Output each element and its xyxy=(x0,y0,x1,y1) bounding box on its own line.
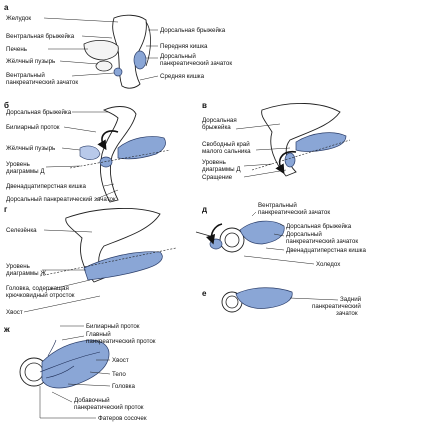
gallbladder-shape xyxy=(95,60,113,72)
label-rotation: Сращение xyxy=(202,174,233,181)
label-dorsal-mesentery: Дорсальная брыжейка xyxy=(6,109,72,116)
ventral-bud-shape xyxy=(209,238,223,250)
panel-b: б Дорсальная брыжейка Билиарный проток Ж… xyxy=(4,101,171,203)
posterior-bud-shape xyxy=(235,287,293,309)
ventral-bud-shape xyxy=(284,152,296,168)
label-midgut: Средняя кишка xyxy=(160,73,205,80)
label-bile-duct: Билиарный проток xyxy=(6,124,60,131)
label-stomach: Желудок xyxy=(6,15,31,22)
level-line xyxy=(69,149,171,169)
mature-pancreas-shape xyxy=(41,339,110,389)
label-duodenum: Двенадцатиперстная кишка xyxy=(286,247,367,254)
gallbladder-shape xyxy=(79,145,101,160)
panel-a: а Желудок Вентральная брыжейка Печень Жё… xyxy=(4,3,232,89)
label-dorsal-pancreatic-bud: Дорсальный панкреатический зачаток xyxy=(6,196,116,203)
rotation-arrow xyxy=(205,223,223,245)
label-tail: Хвост xyxy=(6,309,23,316)
dorsal-bud-shape xyxy=(239,220,285,245)
accessory-duct-line xyxy=(45,365,75,379)
label-ventral-mesentery: Вентральная брыжейка xyxy=(6,33,75,40)
label-duodenum: Двенадцатиперстная кишка xyxy=(6,183,87,190)
label-dorsal-mesentery: Дорсальная брыжейка xyxy=(160,27,226,34)
label-bile-duct: Билиарный проток xyxy=(86,323,140,330)
label-foregut: Передняя кишка xyxy=(160,43,208,50)
duodenum-lumen xyxy=(225,295,239,309)
label-tail: Хвост xyxy=(112,357,129,364)
duodenum-shape xyxy=(99,106,137,203)
label-bile-duct: Холедох xyxy=(316,261,341,268)
label-liver: Печень xyxy=(6,46,27,53)
label-dorsal-mesentery: Дорсальная брыжейка xyxy=(286,223,352,230)
label-vater-papilla: Фатеров сосочек xyxy=(98,415,147,422)
panel-letter: в xyxy=(202,101,207,110)
level-line xyxy=(39,247,177,277)
label-gallbladder: Жёлчный пузырь xyxy=(6,145,55,152)
label-spleen: Селезёнка xyxy=(6,227,37,234)
label-head: Головка xyxy=(112,383,135,390)
rotation-arrow xyxy=(275,150,297,175)
panel-letter: ж xyxy=(3,325,10,334)
panel-letter: а xyxy=(4,3,9,12)
panel-letter: г xyxy=(4,205,8,214)
ventral-bud-shape xyxy=(99,156,113,168)
panel-letter: е xyxy=(202,289,207,298)
dorsal-mesentery-line xyxy=(145,21,151,67)
pancreas-shape xyxy=(83,251,163,281)
rotation-arrow xyxy=(97,130,119,151)
label-gallbladder: Жёлчный пузырь xyxy=(6,58,55,65)
dorsal-pancreas-shape xyxy=(117,136,166,160)
main-duct-line xyxy=(39,351,101,373)
dorsal-pancreatic-bud-shape xyxy=(133,50,147,70)
stomach-shape xyxy=(65,208,161,283)
panel-letter: б xyxy=(4,101,9,110)
pancreas-shape xyxy=(295,132,347,152)
bile-duct-line xyxy=(195,231,211,237)
ventral-pancreatic-bud-shape xyxy=(113,67,123,77)
duodenum-lumen xyxy=(224,232,240,248)
liver-shape xyxy=(83,40,119,61)
bile-duct-line xyxy=(47,339,57,357)
level-line xyxy=(251,139,351,171)
label-body: Тело xyxy=(112,371,126,378)
panel-letter: д xyxy=(202,205,207,214)
